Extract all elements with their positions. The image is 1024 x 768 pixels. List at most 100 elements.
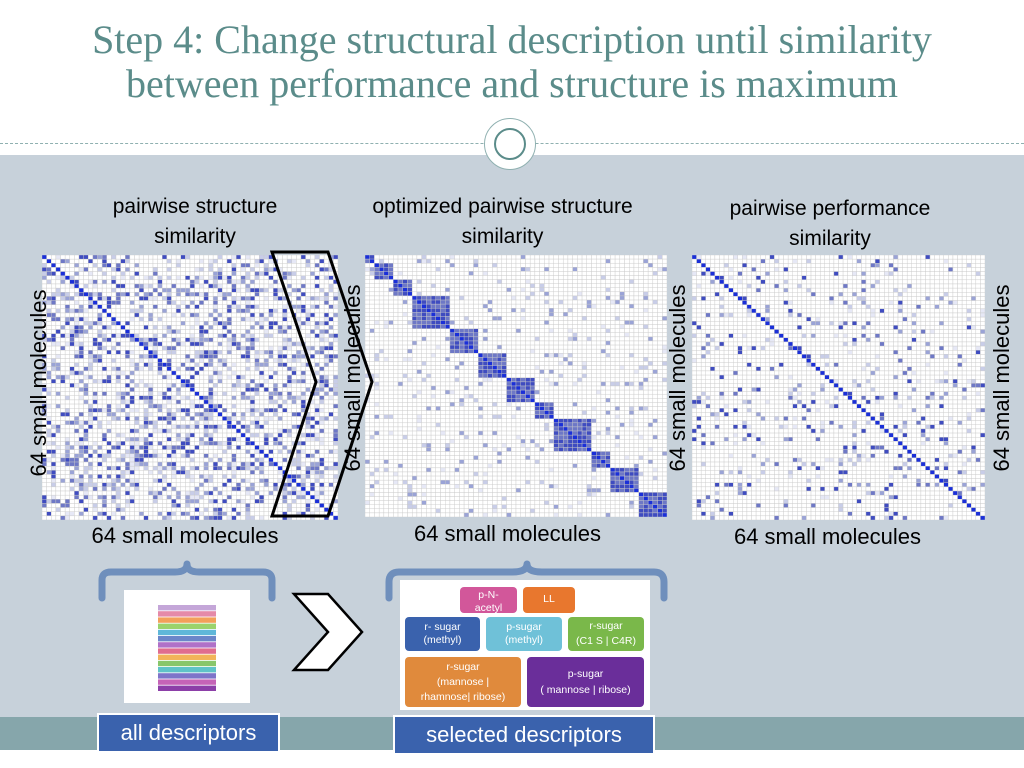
matrix-cell <box>97 457 103 463</box>
matrix-cell <box>544 299 550 305</box>
matrix-cell <box>249 366 255 372</box>
matrix-cell <box>440 271 446 276</box>
matrix-cell <box>78 474 84 479</box>
matrix-cell <box>478 258 484 264</box>
matrix-cell <box>162 432 168 438</box>
matrix-cell <box>148 316 154 322</box>
matrix-cell <box>254 354 260 359</box>
matrix-cell <box>180 312 186 318</box>
matrix-cell <box>162 395 168 401</box>
matrix-cell <box>134 304 140 310</box>
matrix-cell <box>148 478 154 483</box>
matrix-cell <box>97 465 103 471</box>
matrix-cell <box>482 295 488 301</box>
matrix-cell <box>129 300 135 305</box>
matrix-cell <box>231 300 237 305</box>
matrix-cell <box>226 300 232 305</box>
matrix-cell <box>222 345 228 351</box>
matrix-cell <box>226 515 232 520</box>
matrix-cell <box>106 387 112 392</box>
matrix-cell <box>208 478 214 483</box>
matrix-cell <box>194 482 200 488</box>
matrix-cell <box>92 465 98 471</box>
matrix-cell <box>74 407 80 413</box>
matrix-cell <box>236 416 242 421</box>
matrix-cell <box>231 366 237 372</box>
matrix-cell <box>138 354 144 359</box>
matrix-cell <box>236 350 242 355</box>
matrix-cell <box>106 379 112 384</box>
matrix-cell <box>152 271 158 276</box>
matrix-cell <box>64 379 70 384</box>
matrix-cell <box>249 449 255 454</box>
matrix-cell <box>249 399 255 405</box>
matrix-cell <box>129 296 135 301</box>
matrix-cell <box>64 457 70 463</box>
matrix-cell <box>55 490 61 496</box>
matrix-cell <box>171 329 177 334</box>
matrix-cell <box>152 345 158 351</box>
matrix-cell <box>138 271 144 276</box>
matrix-cell <box>134 283 140 289</box>
matrix-cell <box>175 267 181 272</box>
matrix-cell <box>501 291 507 297</box>
matrix-cell <box>162 354 168 359</box>
matrix-cell <box>166 304 172 310</box>
matrix-cell <box>125 499 131 504</box>
matrix-cell <box>69 354 75 359</box>
matrix-cell <box>88 258 94 264</box>
matrix-cell <box>185 275 191 281</box>
matrix-cell <box>388 267 394 272</box>
matrix-cell <box>162 499 168 504</box>
matrix-cell <box>222 445 228 450</box>
matrix-cell <box>134 255 140 260</box>
matrix-cell <box>171 453 177 459</box>
matrix-cell <box>78 300 84 305</box>
matrix-cell <box>74 474 80 479</box>
matrix-cell <box>254 399 260 405</box>
matrix-cell <box>194 416 200 421</box>
matrix-cell <box>393 291 399 297</box>
matrix-cell <box>111 403 117 409</box>
matrix-cell <box>60 287 66 293</box>
matrix-cell <box>629 258 635 264</box>
matrix-cell <box>430 308 436 313</box>
matrix-cell <box>115 503 121 508</box>
matrix-cell <box>180 407 186 413</box>
matrix-cell <box>254 287 260 293</box>
matrix-cell <box>222 436 228 442</box>
matrix-cell <box>101 275 107 281</box>
matrix-cell <box>106 436 112 442</box>
matrix-cell <box>657 255 663 260</box>
matrix-cell <box>64 292 70 297</box>
matrix-cell <box>619 275 625 280</box>
matrix-cell <box>162 370 168 376</box>
matrix-cell <box>534 258 540 264</box>
matrix-cell <box>175 407 181 413</box>
matrix-cell <box>83 267 89 272</box>
matrix-cell <box>185 478 191 483</box>
matrix-cell <box>236 300 242 305</box>
matrix-cell <box>148 350 154 355</box>
matrix-cell <box>194 470 200 475</box>
matrix-cell <box>638 283 644 288</box>
matrix-cell <box>134 292 140 297</box>
matrix-cell <box>189 461 195 467</box>
matrix-cell <box>129 329 135 334</box>
matrix-cell <box>581 308 587 313</box>
matrix-cell <box>534 255 540 260</box>
matrix-cell <box>134 482 140 488</box>
matrix-cell <box>185 333 191 339</box>
matrix-cell <box>78 287 84 293</box>
matrix-cell <box>138 507 144 512</box>
matrix-cell <box>42 515 47 520</box>
matrix-cell <box>74 503 80 508</box>
matrix-cell <box>245 436 251 442</box>
matrix-cell <box>222 424 228 430</box>
matrix-cell <box>175 312 181 318</box>
matrix-cell <box>454 308 460 313</box>
matrix-cell <box>134 457 140 463</box>
matrix-cell <box>120 499 126 504</box>
matrix-cell <box>148 258 154 264</box>
matrix-cell <box>64 300 70 305</box>
